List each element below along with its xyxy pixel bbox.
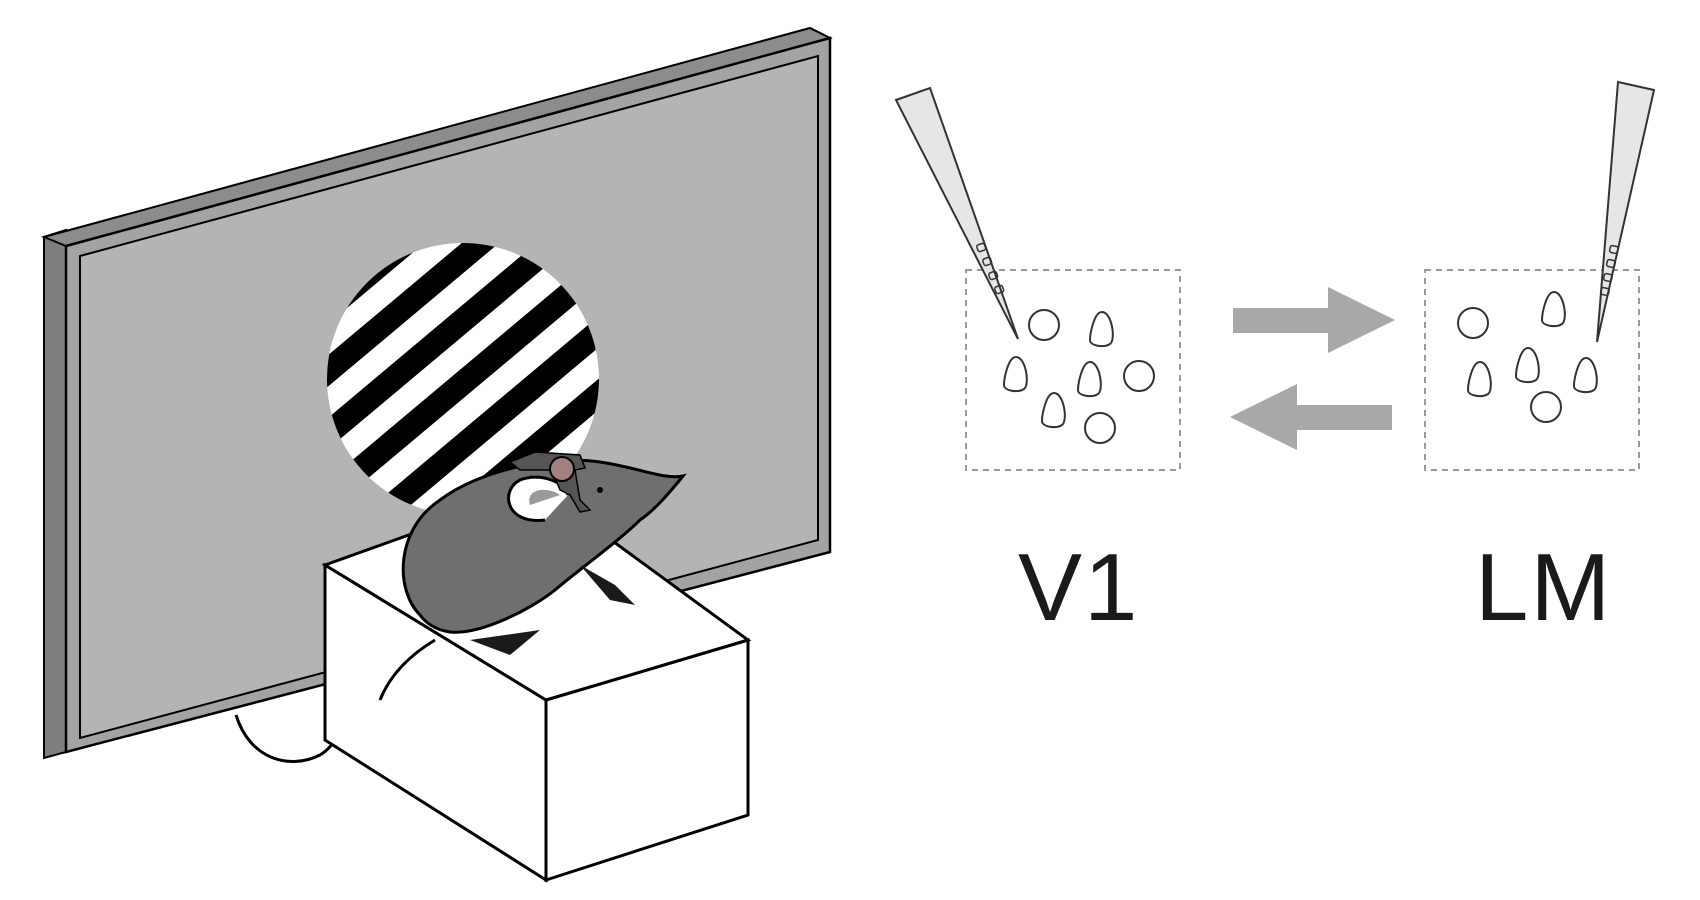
neuron-icon — [1002, 309, 1155, 444]
feedforward-arrow — [1233, 287, 1395, 353]
lm-dashed-box — [1424, 269, 1640, 471]
feedback-arrow — [1230, 384, 1392, 450]
mouse-icon — [378, 451, 687, 701]
neuron-icon — [1457, 290, 1598, 423]
v1-label: V1 — [1018, 534, 1140, 641]
v1-dashed-box — [965, 269, 1181, 471]
electrode-icon — [1596, 80, 1656, 343]
arrow-icon — [1230, 287, 1395, 450]
lm-recording-site — [1424, 80, 1656, 471]
v1-recording-site — [894, 86, 1181, 471]
lm-label: LM — [1475, 534, 1613, 641]
electrode-icon — [894, 86, 1019, 340]
